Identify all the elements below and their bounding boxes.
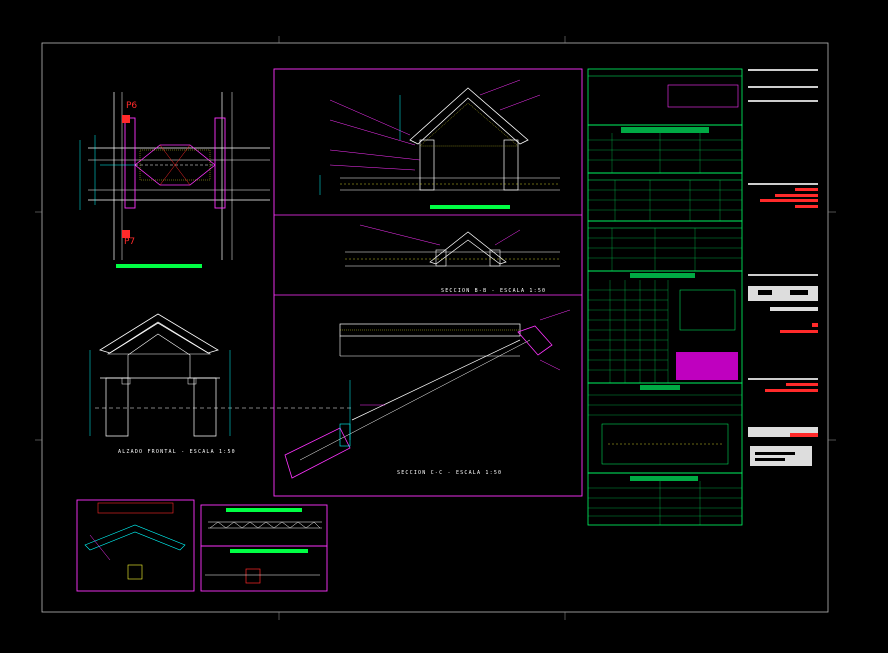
title-block (748, 69, 818, 466)
section-cc (284, 309, 571, 479)
plan-label-p7: P7 (124, 237, 136, 247)
caption-section-cc: SECCION C-C - ESCALA 1:50 (397, 470, 503, 476)
caption-front-elevation: ALZADO FRONTAL - ESCALA 1:50 (118, 449, 236, 455)
sections-panel (273, 68, 583, 497)
front-elevation (89, 313, 352, 437)
plan-view (79, 92, 270, 268)
spec-tables (587, 68, 743, 526)
sheet-frame (41, 42, 829, 613)
section-bb (345, 224, 560, 267)
detail-panel-mid (200, 504, 328, 592)
detail-panel-left (76, 499, 195, 592)
caption-section-bb: SECCION B-B - ESCALA 1:50 (441, 288, 547, 294)
table-gridlines (588, 133, 742, 525)
beam-detail (601, 289, 738, 465)
section-aa (319, 79, 560, 209)
plan-label-p6: P6 (126, 101, 138, 111)
